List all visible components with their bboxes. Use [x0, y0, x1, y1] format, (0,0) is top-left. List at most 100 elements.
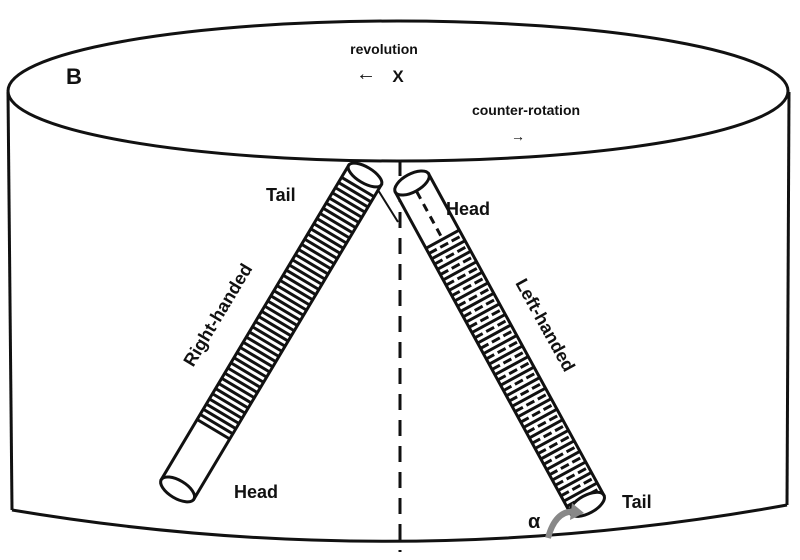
right-tube-stripe — [306, 232, 342, 255]
right-tube-stripe — [196, 418, 231, 441]
right-handed-tube — [159, 161, 384, 504]
left-tube-stripe — [563, 481, 598, 503]
left-tube-stripe — [436, 249, 472, 271]
angle-arrow-head-icon — [570, 503, 584, 520]
axis-mark: X — [392, 67, 404, 86]
left-tube-stripe — [540, 439, 575, 461]
left-tube-stripe — [433, 244, 469, 266]
cylinder-side-left — [6, 91, 14, 511]
right-tube-stripes — [196, 176, 375, 441]
right-tube-stripe — [214, 387, 249, 410]
right-tube-stripe — [233, 356, 268, 379]
left-tube-stripe — [531, 423, 567, 445]
revolution-arrow: ← — [356, 63, 376, 85]
right-tube-top-cap — [346, 161, 384, 189]
right-tube-stripe — [310, 227, 345, 250]
right-tube-stripe — [199, 413, 234, 436]
counter-rotation-arrow: → — [511, 128, 525, 144]
left-tube-stripe — [459, 291, 495, 313]
left-tube-bottom-label: Tail — [622, 492, 652, 512]
right-tube-stripe — [223, 371, 259, 394]
right-tube-stripe — [211, 392, 246, 415]
right-tube-stripe — [251, 325, 286, 348]
left-tube-stripe — [548, 455, 584, 477]
left-tube-stripe — [528, 418, 564, 440]
cylinder — [6, 19, 791, 543]
right-tube-stripe — [263, 304, 299, 327]
left-tube-stripe — [491, 349, 527, 371]
right-tube-stripe — [217, 382, 253, 405]
cylinder-side-right — [785, 91, 791, 506]
left-tube-stripe — [476, 323, 512, 345]
right-tube-stripe — [273, 289, 308, 312]
right-tube-stripe — [230, 361, 265, 384]
left-tube-stripe — [534, 428, 570, 450]
right-tube-stripe — [282, 273, 317, 296]
right-tube-stripe — [313, 222, 348, 245]
left-tube-stripe — [474, 318, 509, 340]
right-tube-stripe — [248, 330, 283, 353]
left-tube-stripe — [494, 355, 529, 377]
right-tube-stripe — [242, 340, 277, 363]
right-tube-stripe — [291, 258, 326, 281]
left-tube-stripe — [448, 270, 484, 292]
right-tube-stripe — [260, 310, 296, 333]
right-tube-stripe — [202, 407, 237, 430]
cylinder-top-face — [6, 19, 790, 163]
right-tube-bottom-cap — [159, 475, 197, 504]
right-tube-stripe — [239, 346, 274, 369]
right-tube-stripe — [270, 294, 305, 317]
right-tube-stripe — [236, 351, 271, 374]
right-tube-stripe — [208, 397, 243, 420]
left-tube-stripe — [488, 344, 524, 366]
left-tube-top-label: Head — [446, 199, 490, 219]
left-tube-stripe — [517, 397, 552, 419]
right-tube-top-label: Tail — [266, 185, 296, 205]
right-tube-stripe — [303, 237, 339, 260]
left-tube-stripe — [445, 265, 481, 287]
right-tube-stripe — [285, 268, 320, 291]
left-tube-stripe — [554, 465, 590, 487]
right-tube-stripe — [300, 243, 335, 266]
left-tube-stripe — [511, 386, 547, 408]
panel-label: B — [66, 64, 82, 89]
right-tube-bottom-label: Head — [234, 482, 278, 502]
left-tube-stripe — [537, 434, 573, 456]
right-tube-stripe — [220, 377, 256, 400]
left-tube-stripe — [471, 313, 506, 334]
right-tube-stripe — [328, 196, 363, 219]
right-tube-stripe — [267, 299, 302, 322]
right-tube-stripe — [297, 248, 332, 271]
right-tube-stripe — [205, 402, 240, 425]
left-tube-stripe — [479, 328, 515, 350]
left-tube-stripe — [425, 228, 461, 250]
cylinder-bottom-rim — [11, 503, 788, 543]
left-tube-stripe — [485, 339, 521, 361]
left-tube-stripe — [557, 471, 593, 492]
left-tube-stripe — [525, 413, 561, 434]
left-tube-stripe — [508, 381, 544, 403]
right-tube-stripe — [288, 263, 323, 286]
right-tube-stripe — [331, 191, 366, 214]
right-tube-stripe — [227, 366, 262, 389]
right-tube-stripe — [337, 181, 372, 204]
right-tube-stripe — [340, 176, 375, 199]
left-tube-stripe — [520, 402, 555, 424]
left-tube-stripe — [560, 476, 596, 498]
right-tube-stripe — [334, 186, 369, 209]
right-tube-stripe — [245, 335, 280, 358]
left-tube-stripe — [439, 255, 475, 276]
left-tube-stripe — [542, 444, 578, 466]
left-tube-stripe — [545, 450, 581, 471]
angle-alpha: α — [528, 511, 541, 533]
right-tube-stripe — [319, 212, 354, 235]
left-tube-stripe — [551, 460, 587, 482]
left-tube-stripe — [514, 392, 550, 413]
left-tube-stripe — [430, 239, 466, 261]
left-handed-tube — [393, 169, 606, 518]
left-tube-stripe — [468, 307, 504, 329]
left-tube-stripe — [502, 371, 538, 392]
left-tube-stripe — [453, 281, 489, 303]
